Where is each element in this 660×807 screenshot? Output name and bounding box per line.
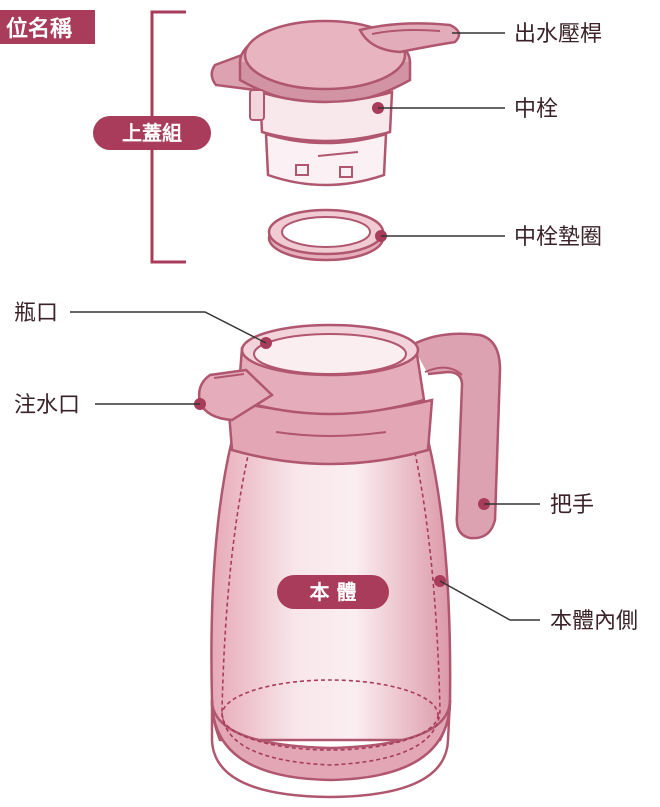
body-label: 本 體 (310, 580, 357, 604)
leader-lines (70, 32, 540, 621)
title-badge: 位名稱 (0, 10, 95, 44)
label-bottle-mouth: 瓶口 (14, 301, 58, 326)
label-stopper: 中栓 (514, 97, 558, 122)
gasket-ring (267, 208, 387, 262)
lid-cap (210, 19, 461, 106)
label-pour-lever: 出水壓桿 (514, 22, 602, 47)
lid-group-pill: 上蓋組 (93, 116, 211, 150)
label-spout: 注水口 (14, 393, 80, 418)
body-pill: 本 體 (277, 575, 389, 609)
label-handle: 把手 (550, 493, 594, 518)
label-body-inner: 本體內側 (550, 609, 638, 634)
pitcher (194, 323, 502, 799)
stopper (249, 89, 394, 187)
lid-group-label: 上蓋組 (122, 121, 182, 145)
title-text: 位名稱 (6, 16, 72, 42)
label-stopper-gasket: 中栓墊圈 (514, 225, 602, 250)
